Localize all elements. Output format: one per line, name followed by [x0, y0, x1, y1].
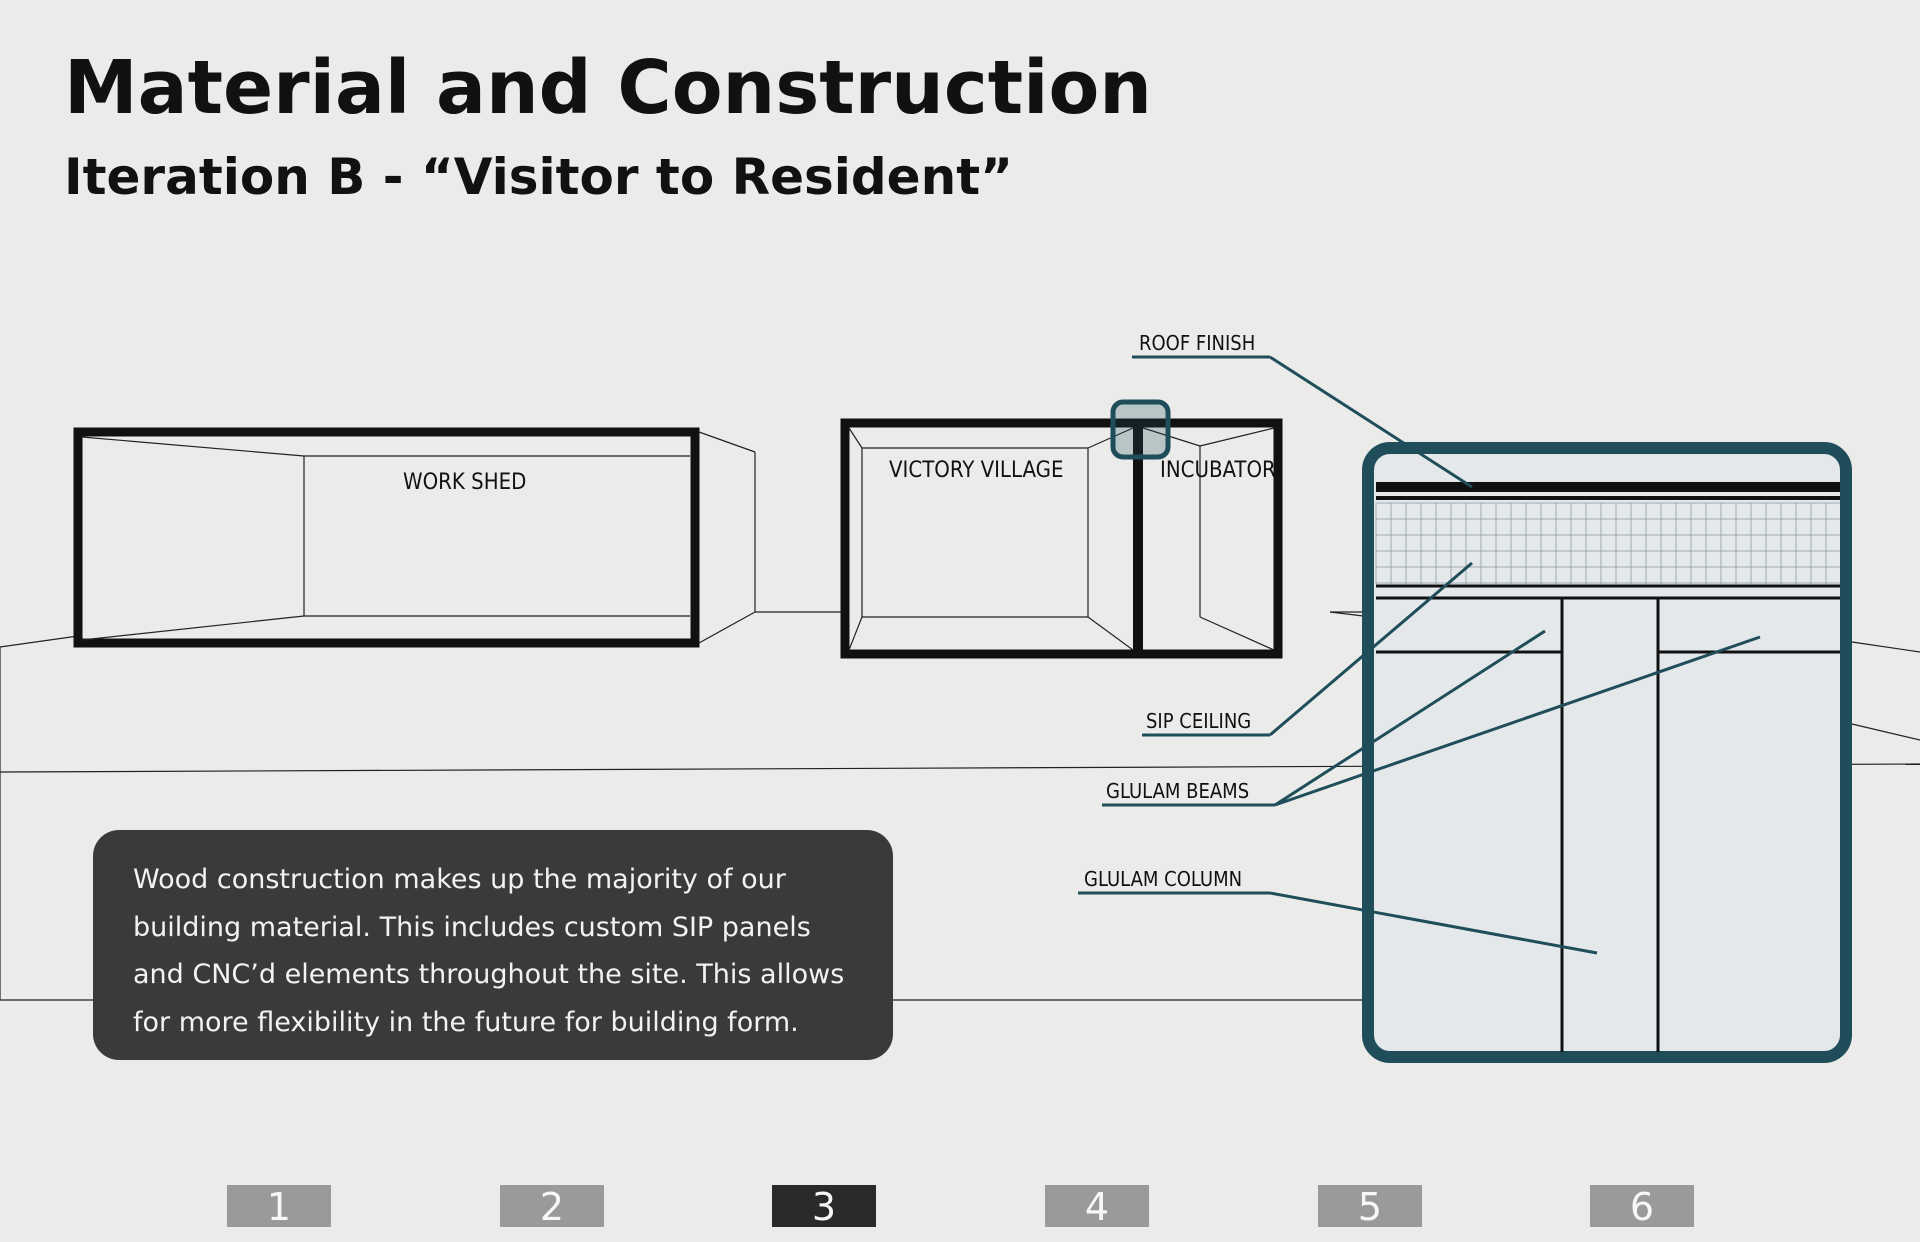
page-button-3[interactable]: 3 — [772, 1185, 876, 1229]
callout-glulam-column: GLULAM COLUMN — [1078, 867, 1598, 955]
page-subtitle: Iteration B - “Visitor to Resident” — [64, 148, 1013, 206]
info-line: and CNC’d elements throughout the site. … — [133, 959, 845, 990]
incubator-label: INCUBATOR — [1160, 458, 1276, 483]
page-button-1[interactable]: 1 — [227, 1185, 331, 1229]
section-detail — [1362, 442, 1852, 1063]
callout-roof-finish: ROOF FINISH — [1132, 331, 1473, 489]
sip-ceiling-label: SIP CEILING — [1146, 709, 1251, 733]
page-navigation: 1 2 3 4 5 6 — [0, 1185, 1920, 1229]
page-button-4[interactable]: 4 — [1045, 1185, 1149, 1229]
page-title: Material and Construction — [64, 45, 1152, 131]
info-line: Wood construction makes up the majority … — [133, 864, 786, 895]
page-button-2[interactable]: 2 — [500, 1185, 604, 1229]
callout-sip-ceiling: SIP CEILING — [1142, 561, 1473, 737]
victory-village-label: VICTORY VILLAGE — [889, 458, 1063, 483]
page-button-5[interactable]: 5 — [1318, 1185, 1422, 1229]
info-line: building material. This includes custom … — [133, 911, 811, 943]
glulam-beams-label: GLULAM BEAMS — [1106, 779, 1249, 803]
page-button-6[interactable]: 6 — [1590, 1185, 1694, 1229]
detail-highlight-marker — [1110, 399, 1171, 460]
work-shed-building: WORK SHED — [73, 427, 756, 648]
glulam-column-label: GLULAM COLUMN — [1084, 867, 1242, 891]
victory-village-building: VICTORY VILLAGE INCUBATOR — [840, 399, 1283, 659]
work-shed-label: WORK SHED — [403, 470, 526, 495]
callout-glulam-beams: GLULAM BEAMS — [1102, 629, 1761, 807]
info-box: Wood construction makes up the majority … — [93, 830, 893, 1060]
info-line: for more flexibility in the future for b… — [133, 1006, 799, 1038]
sip-ceiling-grid — [1375, 502, 1840, 584]
roof-finish-layer — [1376, 482, 1840, 492]
roof-finish-label: ROOF FINISH — [1139, 331, 1255, 355]
